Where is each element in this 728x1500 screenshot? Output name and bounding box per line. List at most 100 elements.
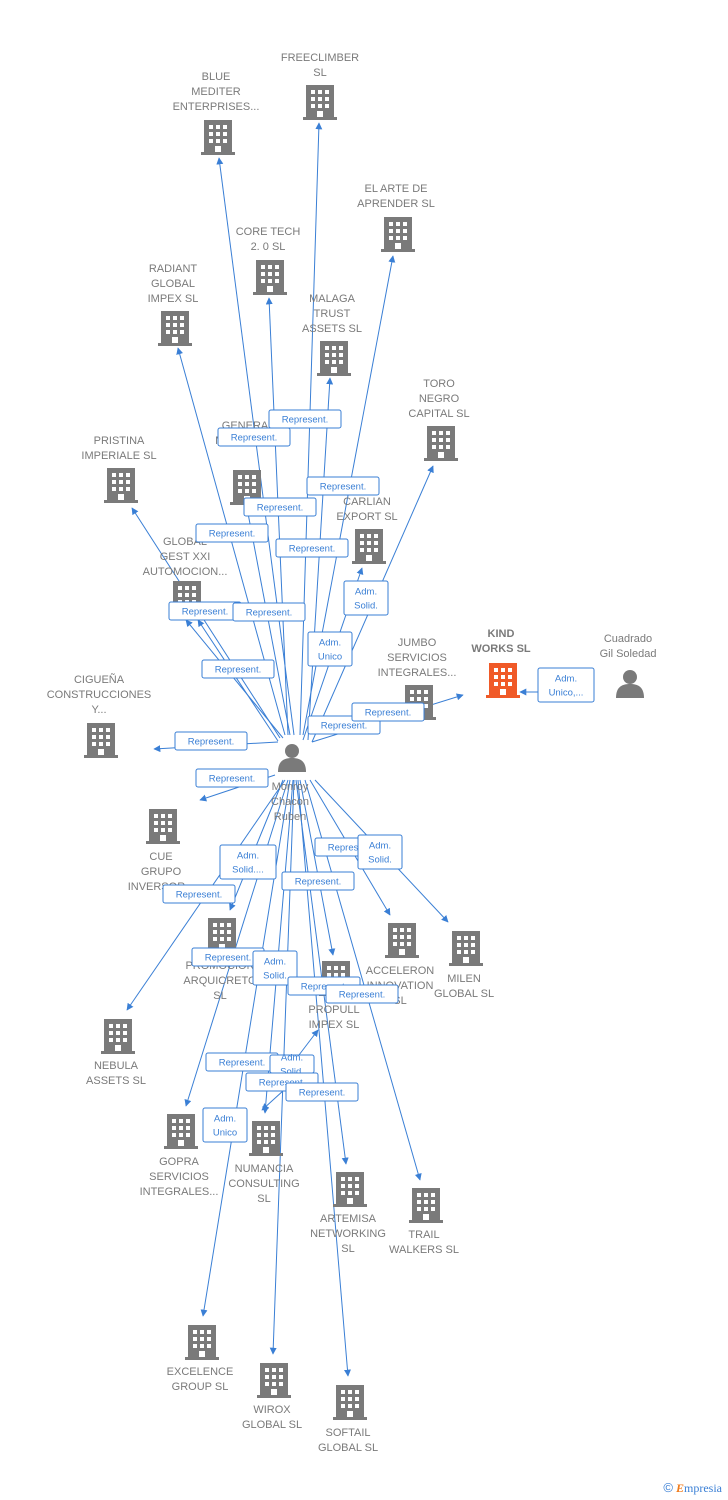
node-label: FREECLIMBER: [281, 52, 359, 64]
node-label: JUMBO: [398, 637, 437, 649]
building-icon: [486, 663, 520, 698]
edge-label-text: Solid.: [280, 1067, 304, 1078]
edge-label-box: [174, 731, 248, 751]
node-label: Gil Soledad: [600, 648, 657, 660]
edge-label-text: Represent.: [282, 415, 328, 426]
edge-line: [185, 619, 284, 739]
node-carlian[interactable]: CARLIAN EXPORT SL: [336, 496, 398, 564]
building-icon: [185, 1325, 219, 1360]
node-label: RADIANT: [149, 263, 198, 275]
node-label: SL: [341, 1243, 354, 1255]
edge-label-box: [252, 950, 298, 986]
edge-label-text: Represent.: [339, 990, 385, 1001]
node-jumbo[interactable]: JUMBOSERVICIOSINTEGRALES...: [378, 637, 457, 720]
building-icon: [101, 1019, 135, 1054]
edge-label-text: Represent.: [219, 1058, 265, 1069]
node-blue[interactable]: BLUEMEDITERENTERPRISES...: [173, 71, 260, 155]
node-label: EL ARTE DE: [365, 183, 428, 195]
edge-label-text: Represent.: [328, 843, 374, 854]
node-label: MEDITER: [191, 86, 241, 98]
edge-label-text: Represent.: [246, 608, 292, 619]
edge-label: Represent.: [174, 731, 248, 751]
node-label: Ruben: [274, 811, 306, 823]
edge-label-box: [195, 768, 269, 788]
node-cue[interactable]: CUEGRUPOINVERSOR...: [128, 809, 195, 893]
node-radiant[interactable]: RADIANT GLOBAL IMPEX SL: [148, 263, 199, 346]
node-label: TORO: [423, 378, 455, 390]
node-label: GROUP SL: [172, 1381, 229, 1393]
node-label: GLOBAL SL: [434, 988, 494, 1000]
edge-labels: Represent. Represent. Represent. Represent.…: [162, 409, 595, 1143]
edge-label-text: Represent.: [209, 529, 255, 540]
edge-label-box: [217, 427, 291, 447]
node-label: APRENDER SL: [357, 198, 435, 210]
node-label: Cuadrado: [604, 633, 652, 645]
person-icon: [616, 670, 644, 698]
edge-label-box: [195, 523, 269, 543]
node-label: GRUPO: [141, 866, 182, 878]
node-label: GLOBAL: [151, 278, 195, 290]
node-label: ACCELERON: [366, 965, 435, 977]
node-label: ARQUICRETO: [183, 975, 257, 987]
building-icon: [409, 1188, 443, 1223]
node-label: EXPORT SL: [336, 511, 397, 523]
edge-line: [184, 779, 289, 1107]
node-label: CIGUEÑA: [74, 673, 125, 686]
node-gopra[interactable]: GOPRASERVICIOSINTEGRALES...: [140, 1114, 219, 1198]
edge-label: Represent.: [191, 947, 265, 967]
node-label: SOFTAIL: [325, 1427, 370, 1439]
node-label: SERVICIOS: [149, 1171, 209, 1183]
edge-label-text: Represent.: [182, 607, 228, 618]
edge-label-box: [275, 538, 349, 558]
edge-label-text: Represent.: [365, 708, 411, 719]
empresia-brand[interactable]: © Empresia: [663, 1480, 722, 1496]
edge-label-text: Solid.: [263, 971, 287, 982]
building-icon: [84, 723, 118, 758]
edge-label: Adm.Unico: [307, 631, 353, 667]
node-ciguena[interactable]: CIGUEÑACONSTRUCCIONESY...: [47, 673, 152, 758]
edge-label: Adm.Unico: [202, 1107, 248, 1143]
building-icon: [333, 1385, 367, 1420]
edge-label: Represent.: [306, 476, 380, 496]
building-icon: [352, 529, 386, 564]
node-label: ASSETS SL: [302, 323, 362, 335]
node-label: CAPITAL SL: [408, 408, 469, 420]
edge-label-box: [537, 667, 595, 703]
node-label: PROPULL: [308, 1004, 359, 1016]
edge-label-text: Adm.: [555, 674, 577, 685]
node-wirox[interactable]: WIROX GLOBAL SL: [242, 1363, 302, 1431]
node-label: NEBULA: [94, 1060, 139, 1072]
building-icon: [146, 809, 180, 844]
building-icon: [317, 341, 351, 376]
node-label: TRAIL: [408, 1229, 439, 1241]
node-elarte[interactable]: EL ARTE DE APRENDER SL: [357, 183, 435, 252]
node-label: IMPEX SL: [148, 293, 199, 305]
edge-label: Represent.: [275, 538, 349, 558]
edge-label-box: [268, 409, 342, 429]
node-label: WIROX: [253, 1404, 291, 1416]
edge-label: Represent.: [168, 601, 242, 621]
node-label: CARLIAN: [343, 496, 391, 508]
node-label: GLOBAL SL: [242, 1419, 302, 1431]
edge-label-text: Adm.: [214, 1114, 236, 1125]
node-label: KIND: [488, 628, 515, 640]
edge-label-text: Represent.: [215, 665, 261, 676]
edge-label-text: Represent.: [320, 482, 366, 493]
